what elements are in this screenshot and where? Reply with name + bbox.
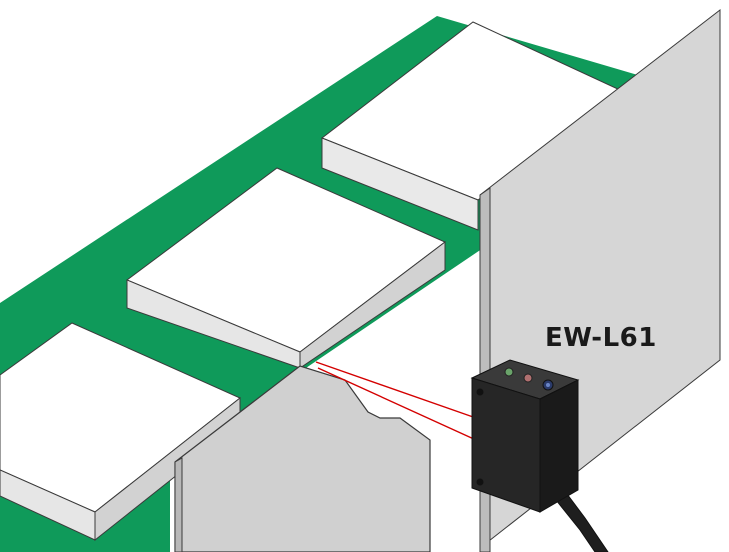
sensor-indicator-green-icon: [504, 367, 514, 377]
laser-beam-upper: [315, 361, 477, 419]
laser-beams: [315, 361, 477, 441]
sensor-indicator-red-icon: [523, 373, 533, 383]
front-reflector-wall: [174, 365, 431, 552]
box-bottom-left: [0, 322, 241, 542]
sensor-mount-hole-bottom: [476, 478, 484, 486]
box-middle: [125, 167, 446, 369]
sensor-side-face: [539, 379, 579, 513]
model-label: EW-L61: [545, 323, 657, 353]
sensor-front-face: [471, 377, 541, 513]
photoelectric-sensor: [470, 359, 609, 552]
sensor-mount-hole-top: [476, 388, 484, 396]
laser-beam-lower: [317, 367, 477, 441]
